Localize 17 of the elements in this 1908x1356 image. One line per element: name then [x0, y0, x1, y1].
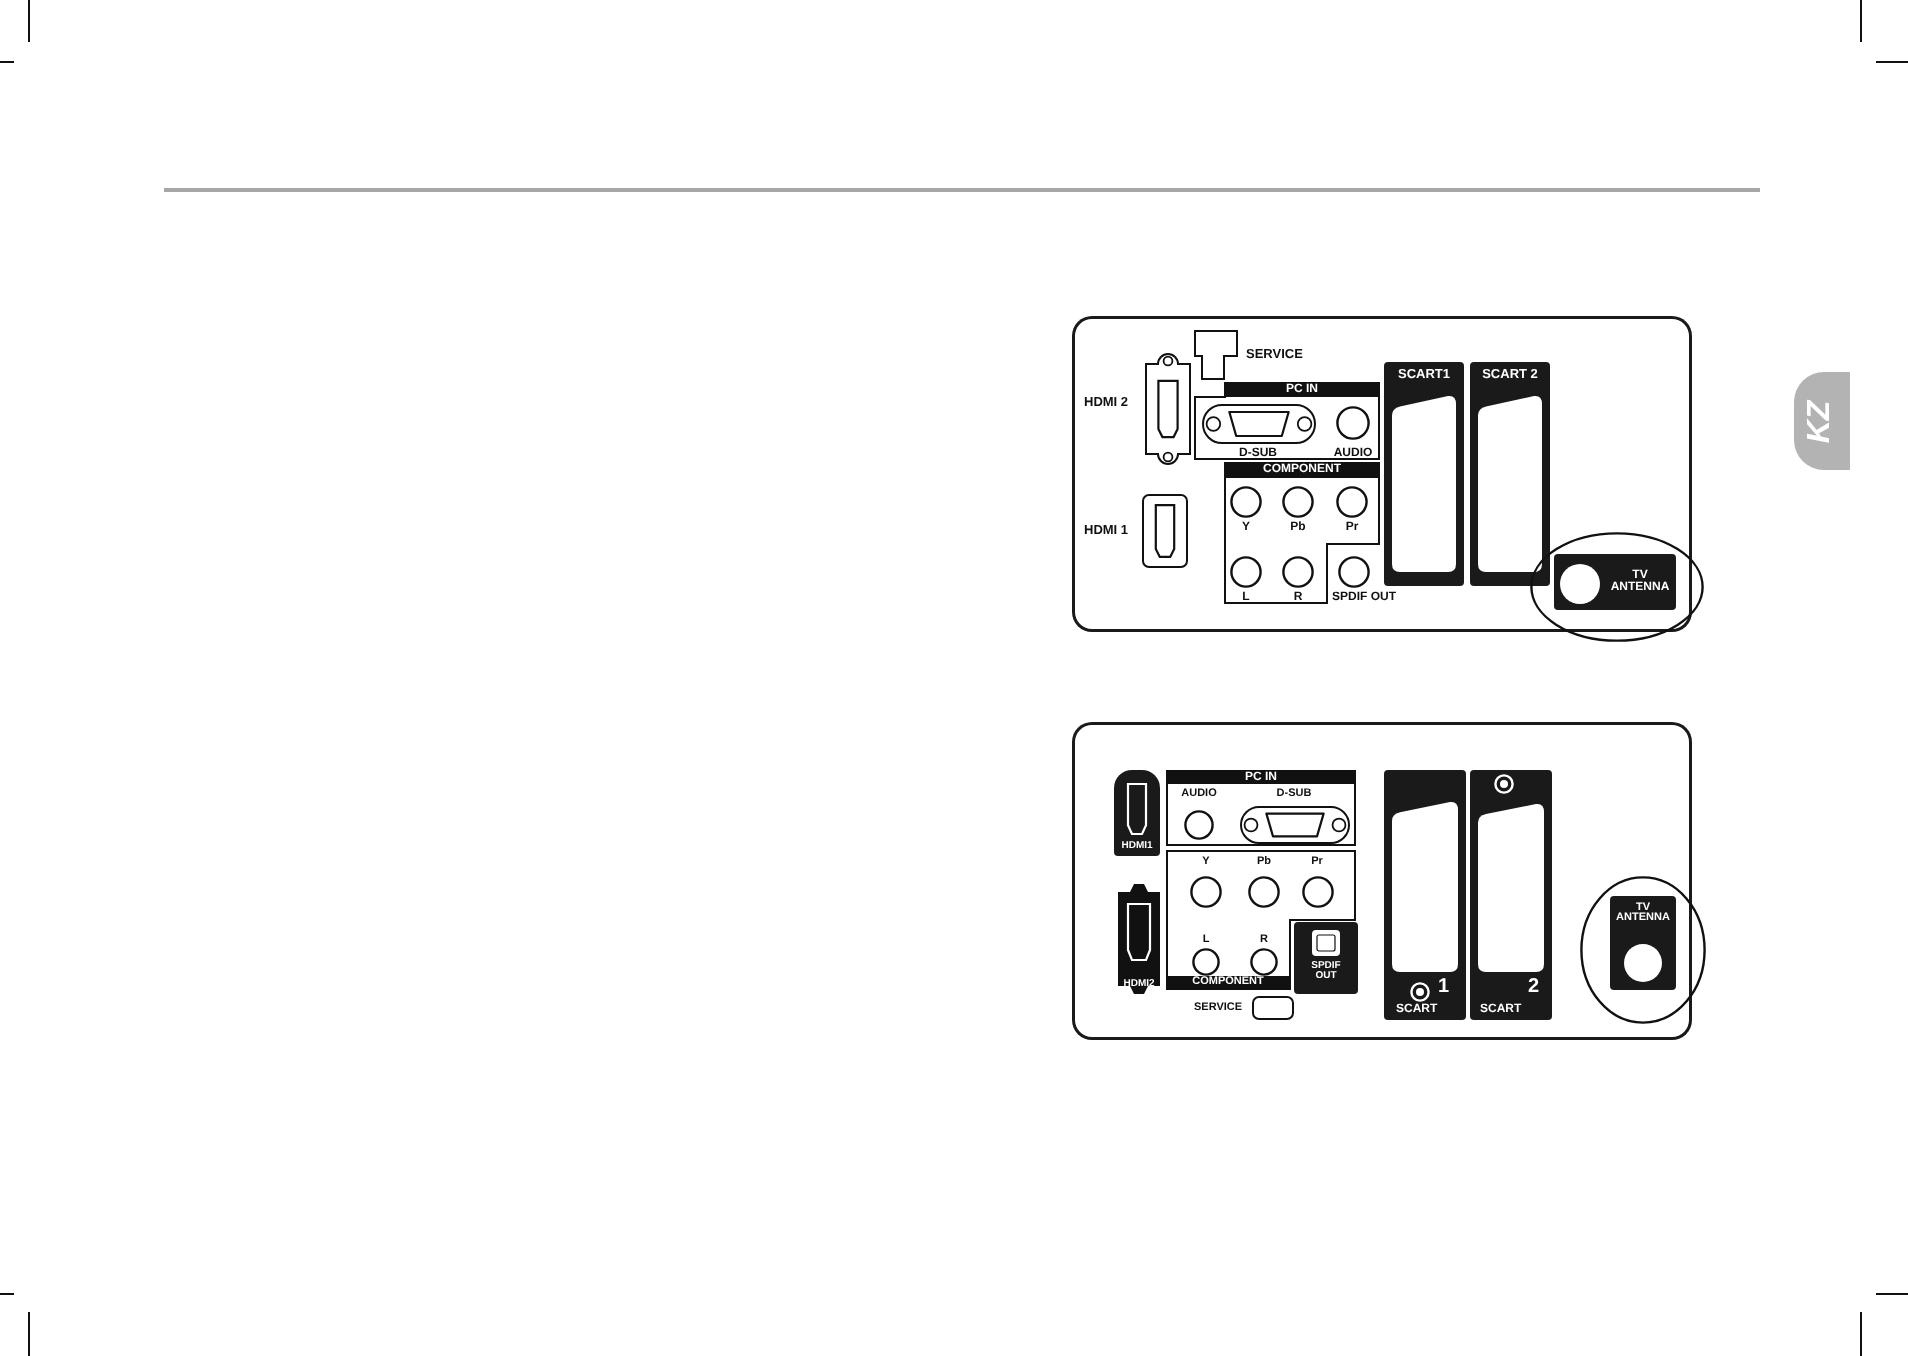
- tab-label: KZ: [1805, 399, 1839, 443]
- connector-group-panel: [1194, 382, 1380, 460]
- hdmi-port-plate: [1112, 882, 1166, 996]
- scart-port-plate: [1470, 770, 1552, 1020]
- connector-group-panel: [1166, 770, 1356, 846]
- language-tab: [1794, 372, 1850, 470]
- scart-port-plate: [1470, 362, 1550, 586]
- connector-panel: [1072, 722, 1692, 1040]
- antenna-port-plate: [1610, 896, 1676, 990]
- port-number: 2: [1528, 978, 1540, 999]
- antenna-port-plate: [1554, 554, 1676, 610]
- hdmi-port-plate: [1114, 770, 1160, 856]
- port-number: 1: [1438, 978, 1450, 999]
- scart-port-plate: [1384, 362, 1464, 586]
- optical-port-plate: [1294, 922, 1358, 994]
- scart-port-plate: [1384, 770, 1466, 1020]
- connector-panel: [1072, 316, 1692, 632]
